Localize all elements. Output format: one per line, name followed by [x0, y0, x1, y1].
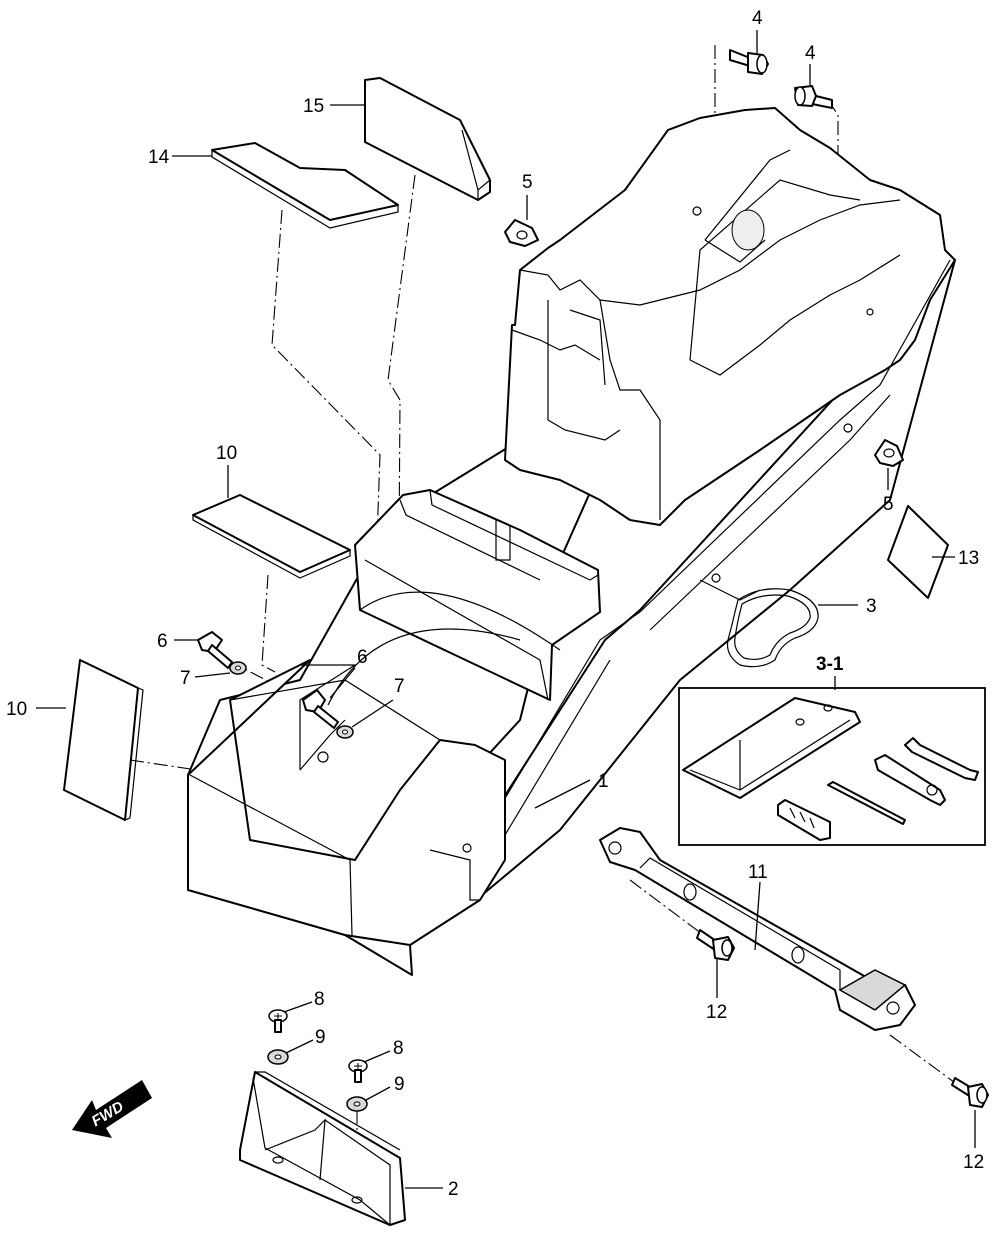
bolt-top-left — [729, 49, 769, 75]
tool-kit-box — [678, 687, 986, 846]
callout-5-top: 5 — [522, 172, 533, 193]
washer-mid-7 — [336, 725, 354, 739]
bolt-left-6 — [197, 631, 233, 669]
callout-13: 13 — [958, 548, 979, 569]
support-bar — [599, 827, 916, 1031]
callout-6-left: 6 — [157, 631, 168, 652]
callout-14: 14 — [148, 147, 170, 168]
pad-14 — [211, 142, 399, 229]
callout-4-left: 4 — [752, 8, 763, 29]
callout-7-mid: 7 — [394, 676, 405, 697]
callout-labels: 1 2 3 3-1 4 4 5 5 6 6 7 7 8 8 9 9 10 10 … — [6, 8, 984, 1200]
callout-9-right: 9 — [394, 1074, 405, 1095]
rear-bracket — [239, 1071, 406, 1226]
bolt-12-upper — [696, 929, 735, 961]
washer-9-left — [267, 1049, 289, 1065]
callout-10-left: 10 — [6, 699, 27, 720]
screw-8-left — [268, 1009, 288, 1033]
callout-9-left: 9 — [315, 1027, 326, 1048]
callout-3: 3 — [866, 596, 877, 617]
seal-ring — [726, 588, 819, 668]
callout-5-right: 5 — [883, 494, 894, 515]
callout-4-right: 4 — [805, 43, 816, 64]
clip-nut-right — [874, 439, 904, 467]
rear-fender-storage-box — [187, 107, 956, 976]
pad-10-top — [192, 494, 351, 579]
screw-8-right — [348, 1059, 368, 1083]
callout-6-mid: 6 — [357, 647, 368, 668]
bolt-top-right — [794, 85, 833, 109]
washer-9-right — [346, 1096, 368, 1112]
callout-12-upper: 12 — [706, 1002, 727, 1023]
callout-2: 2 — [448, 1179, 459, 1200]
callout-8-left: 8 — [314, 989, 325, 1010]
washer-left-7 — [229, 661, 247, 675]
callout-15: 15 — [303, 96, 324, 117]
leader-lines — [36, 30, 976, 1189]
callout-7-left: 7 — [180, 668, 191, 689]
callout-10-top: 10 — [216, 443, 237, 464]
callout-1: 1 — [598, 771, 609, 792]
callout-12-lower: 12 — [963, 1152, 984, 1173]
callout-8-right: 8 — [393, 1038, 404, 1059]
clip-nut-top — [504, 219, 539, 247]
callout-3-1: 3-1 — [816, 654, 844, 675]
bolt-12-lower — [951, 1077, 989, 1108]
bolt-mid-6 — [302, 689, 339, 729]
pad-15 — [364, 77, 491, 201]
pad-10-left — [63, 659, 144, 821]
label-13 — [887, 505, 949, 599]
callout-11: 11 — [748, 862, 768, 883]
forward-direction-arrow: FWD — [72, 1080, 152, 1138]
